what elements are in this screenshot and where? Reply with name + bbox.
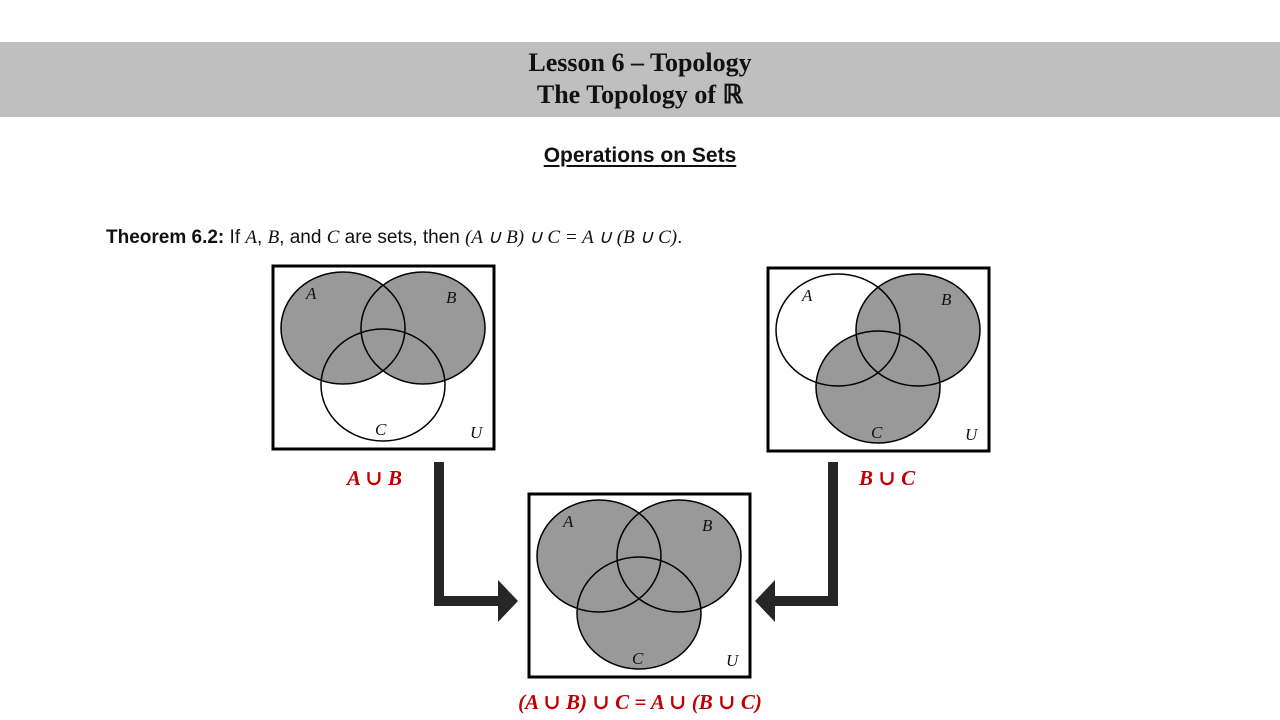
caption-a-union-b: A ∪ B — [347, 466, 402, 490]
section-title: Operations on Sets — [543, 144, 737, 167]
svg-text:U: U — [965, 425, 979, 444]
svg-text:U: U — [726, 651, 740, 670]
lesson-subtitle: The Topology of ℝ — [536, 80, 744, 109]
svg-text:B: B — [941, 290, 952, 309]
caption-b-union-c: B ∪ C — [859, 466, 916, 490]
arrow-right-icon — [434, 462, 518, 622]
svg-text:C: C — [375, 420, 387, 439]
arrow-left-icon — [755, 462, 838, 622]
header-band — [0, 42, 1280, 117]
venn-right-b-union-c: A B C U — [766, 266, 991, 453]
theorem-label: Theorem 6.2: — [106, 227, 225, 248]
svg-text:U: U — [470, 423, 484, 442]
svg-text:C: C — [632, 649, 644, 668]
venn-left-a-union-b: A B C U — [271, 264, 496, 451]
svg-text:A: A — [305, 284, 317, 303]
svg-text:B: B — [446, 288, 457, 307]
svg-text:B: B — [702, 516, 713, 535]
svg-text:A: A — [562, 512, 574, 531]
svg-text:C: C — [871, 423, 883, 442]
lesson-title: Lesson 6 – Topology — [528, 48, 752, 77]
theorem-statement: Theorem 6.2: If A, B, and C are sets, th… — [106, 227, 683, 248]
svg-text:A: A — [801, 286, 813, 305]
theorem-equation: (A ∪ B) ∪ C = A ∪ (B ∪ C) — [465, 227, 678, 248]
caption-associativity: (A ∪ B) ∪ C = A ∪ (B ∪ C) — [518, 690, 762, 714]
venn-bottom-full-union: A B C U — [527, 492, 752, 679]
